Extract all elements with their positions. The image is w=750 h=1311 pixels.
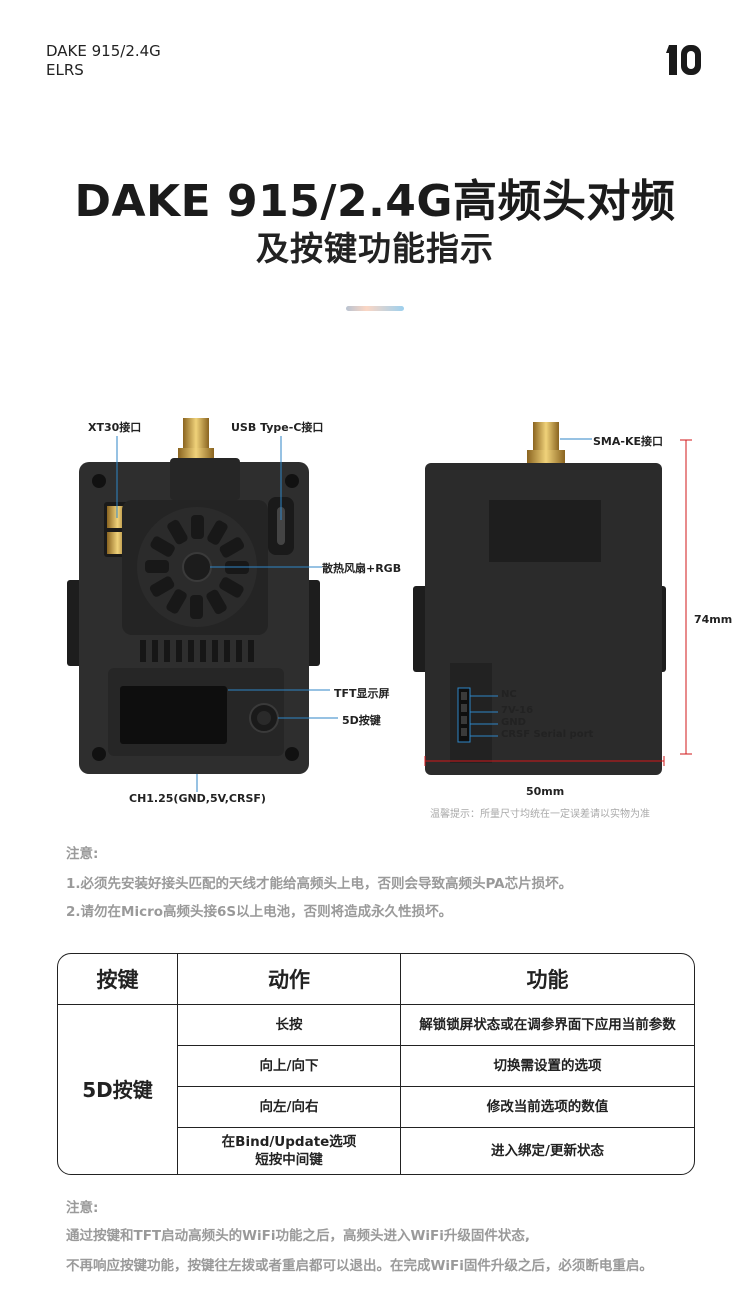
button-function-table: 按键 动作 功能 5D按键 长按 解锁锁屏状态或在调参界面下应用当前参数 向上/…	[57, 953, 695, 1175]
table-row: 向左/向右 修改当前选项的数值	[58, 1087, 694, 1128]
notes-heading: 注意:	[66, 846, 99, 862]
function-cell: 切换需设置的选项	[401, 1046, 694, 1087]
label-xt30: XT30接口	[88, 421, 142, 434]
brand-line-2: ELRS	[46, 61, 84, 79]
brand-text: DAKE 915/2.4G ELRS	[46, 42, 161, 80]
fan-icon	[137, 507, 257, 627]
label-fan: 散热风扇+RGB	[322, 562, 402, 575]
device-diagram	[67, 418, 692, 792]
table-row: 在Bind/Update选项 短按中间键 进入绑定/更新状态	[58, 1128, 694, 1174]
header-key: 按键	[58, 954, 178, 1005]
key-5d: 5D按键	[58, 1005, 178, 1174]
page-title: DAKE 915/2.4G高频头对频	[74, 176, 676, 227]
action-cell: 向上/向下	[178, 1046, 401, 1087]
label-5d: 5D按键	[342, 714, 381, 727]
note-item: 2.请勿在Micro高频头接6S以上电池，否则将造成永久性损坏。	[66, 904, 453, 920]
note-item: 不再响应按键功能，按键往左拨或者重启都可以退出。在完成WiFi固件升级之后，必须…	[66, 1258, 653, 1274]
measurement-disclaimer: 温馨提示：所量尺寸均统在一定误差请以实物为准	[430, 809, 650, 820]
accent-bar	[346, 306, 404, 311]
label-height: 74mm	[694, 613, 733, 626]
label-tft: TFT显示屏	[334, 687, 390, 700]
note-item: 1.必须先安装好接头匹配的天线才能给高频头上电，否则会导致高频头PA芯片损坏。	[66, 876, 573, 892]
page-subtitle: 及按键功能指示	[256, 229, 494, 268]
action-line: 在Bind/Update选项	[221, 1134, 357, 1150]
table-row: 5D按键 长按 解锁锁屏状态或在调参界面下应用当前参数	[58, 1005, 694, 1174]
function-cell: 修改当前选项的数值	[401, 1087, 694, 1128]
function-cell: 解锁锁屏状态或在调参界面下应用当前参数	[401, 1005, 694, 1046]
notes-heading: 注意:	[66, 1200, 99, 1216]
table-row: 向上/向下 切换需设置的选项	[58, 1046, 694, 1087]
header-action: 动作	[178, 954, 401, 1005]
label-width: 50mm	[526, 785, 565, 798]
action-cell: 向左/向右	[178, 1087, 401, 1128]
note-item: 通过按键和TFT启动高频头的WiFi功能之后，高频头进入WiFi升级固件状态,	[66, 1228, 531, 1244]
label-7v16: 7V-16	[501, 705, 534, 716]
table-header-row: 按键 动作 功能	[58, 954, 694, 1005]
action-cell: 在Bind/Update选项 短按中间键	[178, 1128, 401, 1174]
brand-logo-icon	[666, 45, 701, 75]
header-function: 功能	[401, 954, 694, 1005]
label-usb: USB Type-C接口	[231, 421, 324, 434]
action-cell: 长按	[178, 1005, 401, 1046]
front-view	[67, 418, 320, 774]
label-nc: NC	[501, 689, 517, 700]
brand-line-1: DAKE 915/2.4G	[46, 42, 161, 60]
label-gnd: GND	[501, 717, 526, 728]
label-sma: SMA-KE接口	[593, 435, 663, 448]
back-view	[413, 422, 666, 775]
label-ch125: CH1.25(GND,5V,CRSF)	[129, 792, 266, 805]
label-crsf: CRSF Serial port	[501, 729, 594, 740]
action-line: 短按中间键	[255, 1152, 323, 1168]
function-cell: 进入绑定/更新状态	[491, 1143, 604, 1159]
